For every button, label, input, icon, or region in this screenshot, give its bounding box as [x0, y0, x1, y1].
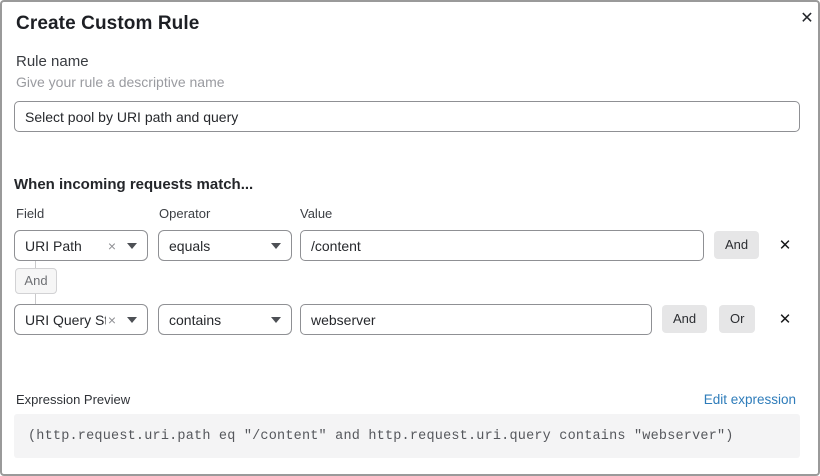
- expression-code: (http.request.uri.path eq "/content" and…: [28, 428, 734, 444]
- connector-and-badge: And: [15, 268, 57, 294]
- row1-and-button[interactable]: And: [714, 231, 760, 259]
- row2-operator-chevron-down-icon: [271, 316, 281, 323]
- value-column-label: Value: [300, 206, 333, 221]
- row1-field-chevron-down-icon: [127, 242, 137, 249]
- edit-expression-link[interactable]: Edit expression: [703, 392, 796, 407]
- row2-field-value: URI Query St...: [25, 311, 106, 328]
- row2-and-button[interactable]: And: [662, 305, 708, 333]
- row2-or-button[interactable]: Or: [719, 305, 756, 333]
- row2-field-chevron-down-icon: [127, 316, 137, 323]
- match-section-heading: When incoming requests match...: [14, 176, 254, 193]
- operator-column-label: Operator: [159, 206, 211, 221]
- row1-field-select[interactable]: URI Path ×: [14, 230, 148, 261]
- row2-value-input[interactable]: [300, 304, 652, 335]
- row2-operator-select[interactable]: contains: [158, 304, 292, 335]
- dialog-title: Create Custom Rule: [16, 13, 200, 34]
- expression-code-block: (http.request.uri.path eq "/content" and…: [14, 414, 800, 458]
- row1-field-clear-icon[interactable]: ×: [107, 237, 116, 254]
- close-icon[interactable]: ✕: [800, 10, 814, 27]
- row2-field-select[interactable]: URI Query St... ×: [14, 304, 148, 335]
- row2-field-clear-icon[interactable]: ×: [107, 311, 116, 328]
- rule-name-hint: Give your rule a descriptive name: [16, 74, 225, 90]
- field-column-label: Field: [16, 206, 45, 221]
- row1-operator-value: equals: [169, 237, 211, 254]
- row1-operator-select[interactable]: equals: [158, 230, 292, 261]
- row1-value-input[interactable]: [300, 230, 704, 261]
- row1-operator-chevron-down-icon: [271, 242, 281, 249]
- row2-remove-icon[interactable]: ✕: [778, 311, 792, 328]
- expression-preview-label: Expression Preview: [16, 392, 131, 407]
- row1-field-value: URI Path: [25, 237, 82, 254]
- rule-name-label: Rule name: [16, 53, 89, 70]
- row2-operator-value: contains: [169, 311, 222, 328]
- row1-remove-icon[interactable]: ✕: [778, 237, 792, 254]
- rule-name-input[interactable]: [14, 101, 800, 132]
